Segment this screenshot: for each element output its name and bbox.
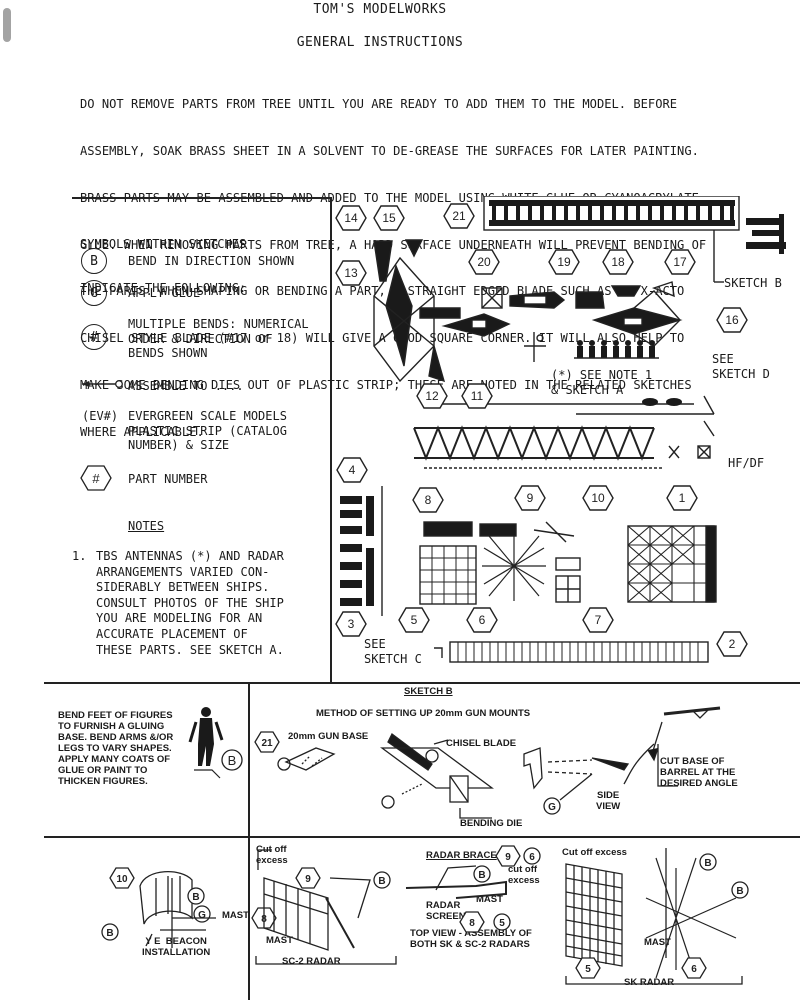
svg-text:10: 10 bbox=[591, 491, 605, 505]
svg-text:9: 9 bbox=[505, 852, 511, 863]
page-title: TOM'S MODELWORKS bbox=[313, 2, 447, 17]
svg-text:#: # bbox=[92, 471, 100, 486]
divider-vertical bbox=[330, 197, 332, 682]
svg-text:18: 18 bbox=[611, 255, 625, 269]
chisel-blade-label: CHISEL BLADE bbox=[446, 738, 517, 749]
svg-text:19: 19 bbox=[557, 255, 571, 269]
assemble-arrow-icon bbox=[82, 380, 123, 388]
part-number-desc: PART NUMBER bbox=[128, 472, 208, 486]
sk-radar-label: SK RADAR bbox=[624, 977, 675, 988]
glue-desc: APPLY GLUE bbox=[128, 286, 201, 300]
sketch-b-title: SKETCH B bbox=[404, 686, 453, 697]
hf-df-label: HF/DF bbox=[728, 456, 765, 470]
svg-text:21: 21 bbox=[452, 209, 466, 223]
cut-base-label: CUT BASE OF BARREL AT THE DESIRED ANGLE bbox=[660, 756, 738, 789]
svg-text:5: 5 bbox=[499, 918, 505, 929]
assemble-desc: ASSEMBLE TO .... bbox=[128, 379, 244, 393]
radar-brace-label: RADAR BRACE bbox=[426, 850, 497, 861]
svg-text:3: 3 bbox=[348, 617, 355, 631]
mast-label-4: MAST bbox=[644, 937, 671, 948]
note-ref: (*) SEE NOTE 1 & SKETCH A bbox=[551, 368, 653, 397]
svg-text:5: 5 bbox=[411, 613, 418, 627]
svg-text:20: 20 bbox=[477, 255, 491, 269]
note-text: TBS ANTENNAS (*) AND RADAR ARRANGEMENTS … bbox=[96, 549, 284, 657]
svg-text:8: 8 bbox=[469, 918, 475, 929]
scan-mark bbox=[3, 8, 11, 42]
svg-text:6: 6 bbox=[479, 613, 486, 627]
evergreen-desc: EVERGREEN SCALE MODELS PLASTIC STRIP (CA… bbox=[128, 409, 287, 452]
sketch-b-ref: SKETCH B bbox=[724, 276, 782, 290]
intro-line: ASSEMBLY, SOAK BRASS SHEET IN A SOLVENT … bbox=[80, 143, 699, 158]
svg-text:9: 9 bbox=[527, 491, 534, 505]
divider-middle bbox=[44, 682, 800, 684]
svg-text:5: 5 bbox=[585, 964, 591, 975]
svg-text:21: 21 bbox=[261, 738, 273, 749]
divider-top bbox=[72, 197, 332, 199]
svg-text:B: B bbox=[736, 886, 743, 897]
top-view-label: TOP VIEW - ASSEMBLY OF BOTH SK & SC-2 RA… bbox=[410, 928, 532, 950]
etched-parts-sheet: 14 15 21 13 20 19 18 17 16 12 11 4 8 9 1… bbox=[335, 196, 786, 663]
page-subtitle: GENERAL INSTRUCTIONS bbox=[296, 35, 464, 50]
divider-lower bbox=[44, 836, 800, 838]
svg-text:10: 10 bbox=[116, 874, 128, 885]
evergreen-symbol: (EV#) bbox=[82, 409, 119, 423]
svg-text:7: 7 bbox=[595, 613, 602, 627]
svg-text:6: 6 bbox=[691, 964, 697, 975]
symbols-heading: SYMBOLS WITHIN SKETCHES INDICATE THE FOL… bbox=[80, 237, 247, 295]
svg-text:11: 11 bbox=[471, 389, 484, 403]
svg-text:4: 4 bbox=[349, 463, 356, 477]
intro-line: DO NOT REMOVE PARTS FROM TREE UNTIL YOU … bbox=[80, 97, 678, 112]
svg-text:B: B bbox=[478, 870, 485, 881]
bend-desc: BEND IN DIRECTION SHOWN bbox=[128, 254, 295, 268]
note-number: 1. bbox=[72, 549, 87, 563]
svg-text:15: 15 bbox=[382, 211, 396, 225]
part-number-hex-icon: # bbox=[80, 465, 112, 491]
intro-line: WHERE APPLICABLE. bbox=[80, 424, 204, 439]
see-sketch-d-ref: SEE SKETCH D bbox=[712, 352, 770, 381]
svg-text:B: B bbox=[704, 858, 711, 869]
svg-text:8: 8 bbox=[425, 493, 432, 507]
glue-symbol: G bbox=[81, 280, 107, 306]
sketch-b-method: METHOD OF SETTING UP 20mm GUN MOUNTS bbox=[316, 708, 531, 719]
side-view-label: SIDE VIEW bbox=[596, 790, 621, 812]
svg-text:B: B bbox=[106, 928, 113, 939]
mast-label-3: MAST bbox=[476, 894, 503, 905]
figure-bend-illustration: B bbox=[188, 707, 243, 779]
svg-text:8: 8 bbox=[261, 914, 267, 925]
svg-text:6: 6 bbox=[529, 852, 535, 863]
sketch-b-drawing: 21 G bbox=[254, 706, 721, 819]
bend-symbol: B bbox=[81, 248, 107, 274]
notes-heading: NOTES bbox=[128, 519, 165, 533]
svg-text:1: 1 bbox=[679, 491, 686, 505]
mast-label-2: MAST bbox=[266, 935, 293, 946]
radar-screen-label: RADAR SCREEN bbox=[426, 900, 466, 922]
figures-note: BEND FEET OF FIGURES TO FURNISH A GLUING… bbox=[58, 710, 174, 787]
bending-die-label: BENDING DIE bbox=[460, 818, 523, 829]
bottom-drawings: 10 B G B 9 8 B 9 6 B 8 5 5 B B 6 bbox=[101, 845, 749, 985]
mast-label-1: MAST bbox=[222, 910, 249, 921]
divider-figures bbox=[248, 684, 250, 1000]
svg-text:G: G bbox=[198, 910, 206, 921]
svg-text:16: 16 bbox=[725, 313, 739, 327]
svg-text:12: 12 bbox=[425, 389, 439, 403]
cut-off-excess-label-3: Cut off excess bbox=[562, 847, 627, 858]
svg-text:G: G bbox=[548, 802, 556, 813]
gun-base-label: 20mm GUN BASE bbox=[288, 731, 369, 742]
intro-line: GLUE. WHEN REMOVING PARTS FROM TREE, A H… bbox=[80, 237, 707, 252]
svg-text:B: B bbox=[228, 753, 237, 768]
svg-text:B: B bbox=[378, 876, 385, 887]
cut-off-excess-label-2: cut off excess bbox=[508, 864, 540, 886]
see-sketch-c-ref: SEE SKETCH C bbox=[364, 637, 422, 666]
svg-text:14: 14 bbox=[344, 211, 358, 225]
multiple-bends-desc: MULTIPLE BENDS: NUMERICAL ORDER & DIRECT… bbox=[128, 317, 309, 360]
svg-text:13: 13 bbox=[344, 266, 358, 280]
svg-text:9: 9 bbox=[305, 874, 311, 885]
svg-text:2: 2 bbox=[729, 637, 736, 651]
multiple-bends-symbol: # bbox=[81, 324, 107, 350]
sc2-radar-label: SC-2 RADAR bbox=[282, 956, 341, 967]
svg-text:17: 17 bbox=[673, 255, 687, 269]
intro-line: CHISEL STYLE BLADE (#17 or 18) WILL GIVE… bbox=[80, 331, 685, 346]
svg-text:B: B bbox=[192, 892, 199, 903]
